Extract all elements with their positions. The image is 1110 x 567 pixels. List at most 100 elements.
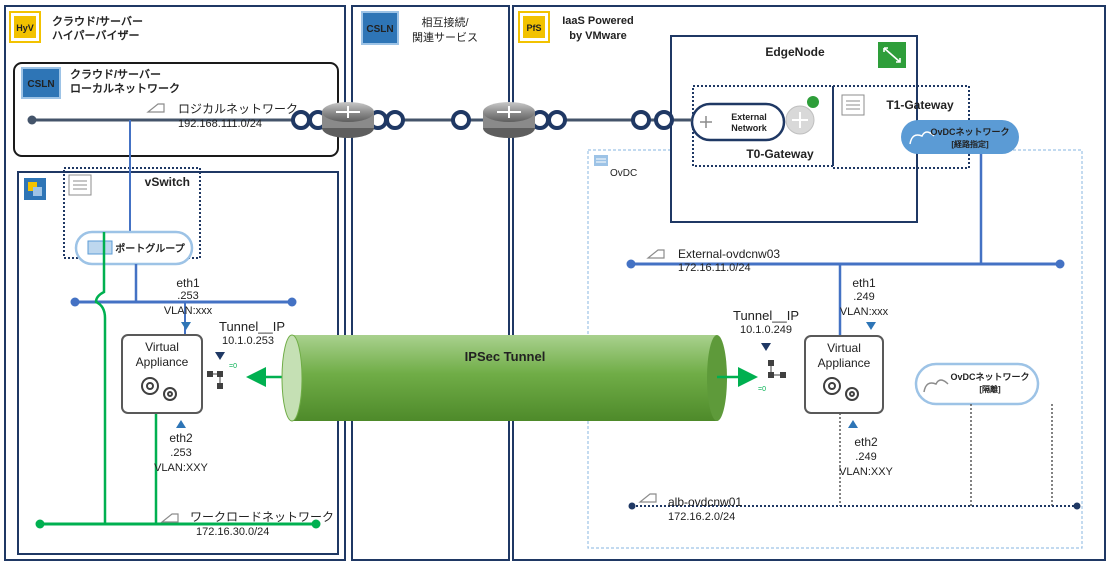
alb-network-label: alb-ovdcnw01 xyxy=(668,495,742,509)
ovdc-routed-network-line1: OvDCネットワーク xyxy=(930,127,1009,137)
right-eth1-ip: .249 xyxy=(853,291,874,303)
left-eth2-arrow xyxy=(176,420,186,428)
right-eth2-label: eth2 xyxy=(854,435,878,449)
right-tunnel-ip-label: Tunnel__IP xyxy=(733,308,799,323)
local-network-title-line1: クラウド/サーバー xyxy=(70,68,161,81)
csln-badge-left-text: CSLN xyxy=(27,79,54,90)
right-tunnel-arrow-down xyxy=(761,343,771,351)
left-panel-title-line2: ハイパーバイザー xyxy=(52,29,139,42)
left-eth1-ip: .253 xyxy=(177,290,198,302)
router-left xyxy=(322,102,374,138)
pfs-badge-text: PfS xyxy=(526,23,541,33)
left-eth1-bus-end-a xyxy=(70,297,80,307)
left-eth1-arrow xyxy=(181,322,191,330)
logical-network-cidr: 192.168.111.0/24 xyxy=(178,118,262,130)
ovdc-isolated-network-line2: [隔離] xyxy=(979,384,1001,394)
t0-router-icon xyxy=(785,96,819,135)
ovdc-icon xyxy=(594,155,608,166)
external-network-bus-label: External-ovdcnw03 xyxy=(678,247,780,261)
local-network-title-line2: ローカルネットワーク xyxy=(70,82,180,95)
csln-badge-middle: CSLN xyxy=(361,11,399,45)
external-network-pill: External Network xyxy=(690,102,786,142)
csln-badge-left: CSLN xyxy=(21,67,61,99)
alb-network-icon xyxy=(638,493,657,503)
hypervisor-badge: HyV xyxy=(9,11,41,43)
left-workload-riser xyxy=(94,232,107,524)
alb-network-cidr: 172.16.2.0/24 xyxy=(668,511,735,523)
left-eth2-ip: .253 xyxy=(170,447,191,459)
right-va-line2: Appliance xyxy=(818,356,871,370)
right-eth1-vlan: VLAN:xxx xyxy=(840,306,889,318)
logical-network-icon xyxy=(146,103,165,113)
left-workload-end-a xyxy=(35,519,45,529)
external-network-bus-cidr: 172.16.11.0/24 xyxy=(678,262,751,274)
ipsec-tunnel: IPSec Tunnel xyxy=(281,334,727,422)
ipsec-tunnel-label: IPSec Tunnel xyxy=(465,349,546,364)
t1-gateway-icon xyxy=(841,94,865,116)
t0-gateway-label: T0-Gateway xyxy=(746,147,814,161)
right-eth1-label: eth1 xyxy=(852,276,876,290)
left-tunnel-ip: 10.1.0.253 xyxy=(222,335,274,347)
left-va-line2: Appliance xyxy=(136,355,189,369)
workload-network-icon xyxy=(160,513,179,523)
alb-bus-end-a xyxy=(628,502,636,510)
right-va-line1: Virtual xyxy=(827,341,861,355)
edge-node-icon xyxy=(878,42,906,68)
pfs-badge: PfS xyxy=(518,11,550,43)
logical-network-endpoint xyxy=(27,115,37,125)
right-tunnel-interface-icon: =0 xyxy=(758,360,786,393)
csln-badge-middle-text: CSLN xyxy=(366,24,393,35)
left-virtual-appliance: Virtual Appliance xyxy=(121,334,203,414)
svg-text:=0: =0 xyxy=(758,386,766,393)
left-eth2-label: eth2 xyxy=(169,431,193,445)
router-middle xyxy=(483,102,535,138)
left-eth1-bus-end-b xyxy=(287,297,297,307)
ovdc-routed-network-line2: [経路指定] xyxy=(951,139,989,149)
right-panel-title-line1: IaaS Powered xyxy=(562,15,634,27)
right-eth1-arrow xyxy=(866,322,876,330)
left-va-line1: Virtual xyxy=(145,340,179,354)
left-eth2-vlan: VLAN:XXY xyxy=(154,462,208,474)
right-tunnel-ip: 10.1.0.249 xyxy=(740,324,792,336)
left-workload-end-b xyxy=(311,519,321,529)
external-network-label-line1: External xyxy=(731,112,767,122)
external-bus-end-b xyxy=(1055,259,1065,269)
workload-network-cidr: 172.16.30.0/24 xyxy=(196,526,269,538)
middle-panel-title-line2: 関連サービス xyxy=(412,30,478,44)
external-network-icon xyxy=(646,249,665,259)
port-group-label: ポートグループ xyxy=(115,242,185,255)
left-gear-icon xyxy=(141,377,177,401)
right-panel-title-line2: by VMware xyxy=(569,30,626,42)
left-eth1-label: eth1 xyxy=(176,276,200,290)
left-panel-title-line1: クラウド/サーバー xyxy=(52,15,143,28)
logical-network-label: ロジカルネットワーク xyxy=(178,102,298,116)
ovdc-label: OvDC xyxy=(610,168,637,179)
alb-bus-end-b xyxy=(1073,502,1081,510)
left-panel xyxy=(4,5,346,561)
left-tunnel-arrow-down xyxy=(215,352,225,360)
left-tunnel-interface-icon: =0 xyxy=(207,363,237,389)
left-tunnel-ip-label: Tunnel__IP xyxy=(219,319,285,334)
external-network-label-line2: Network xyxy=(731,123,768,133)
right-gear-icon xyxy=(823,377,859,401)
vswitch-icon xyxy=(68,174,92,196)
right-eth2-ip: .249 xyxy=(855,451,876,463)
right-virtual-appliance: Virtual Appliance xyxy=(804,335,884,414)
right-eth2-arrow xyxy=(848,420,858,428)
left-eth1-vlan: VLAN:xxx xyxy=(164,305,213,317)
right-panel xyxy=(512,5,1106,561)
ovdc-isolated-network-pill: OvDCネットワーク [隔離] xyxy=(914,362,1040,406)
vm-host-icon xyxy=(24,178,46,200)
svg-text:=0: =0 xyxy=(229,363,237,370)
vswitch-label: vSwitch xyxy=(145,175,190,189)
middle-panel-title-line1: 相互接続/ xyxy=(421,15,469,29)
right-eth2-vlan: VLAN:XXY xyxy=(839,466,893,478)
ovdc-routed-network-pill: OvDCネットワーク [経路指定] xyxy=(901,120,1019,154)
external-bus-end-a xyxy=(626,259,636,269)
workload-network-label: ワークロードネットワーク xyxy=(190,510,334,524)
port-group-pill: ポートグループ xyxy=(74,230,194,266)
hypervisor-badge-text: HyV xyxy=(16,23,34,33)
edge-node-label: EdgeNode xyxy=(765,45,825,59)
ovdc-isolated-network-line1: OvDCネットワーク xyxy=(950,372,1029,382)
